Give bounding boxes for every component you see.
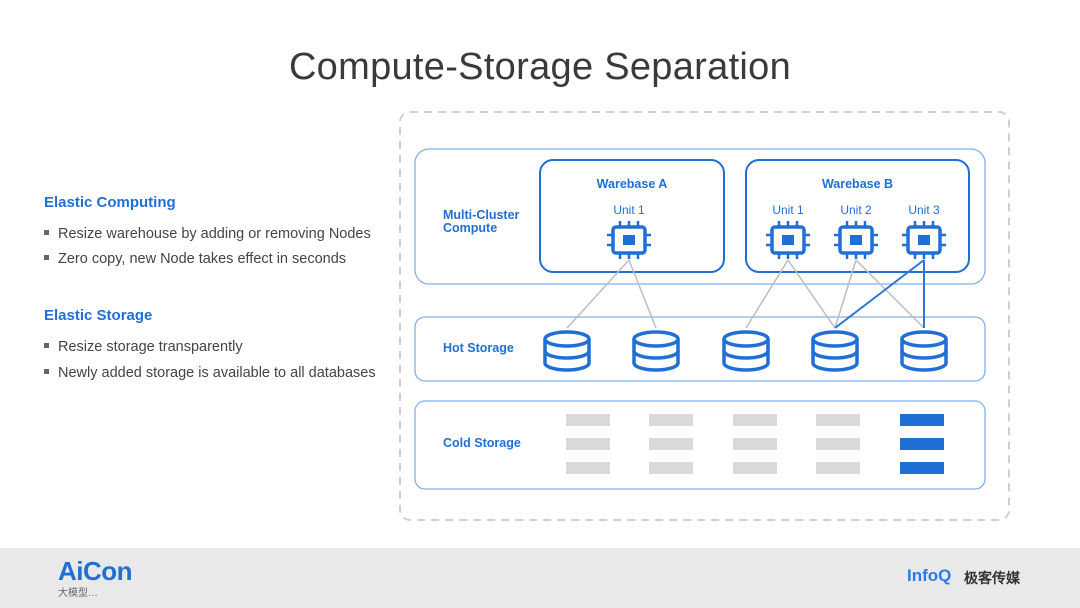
- aicon-logo: AiCon: [58, 556, 133, 586]
- unit-label: Unit 2: [840, 203, 872, 217]
- aicon-subtitle: 大模型…: [58, 588, 98, 599]
- database-icon: [543, 330, 591, 372]
- diagram-canvas: [399, 111, 1010, 521]
- geekbang-logo: 极客传媒: [964, 570, 1020, 586]
- cold-storage-row-box: [414, 400, 986, 490]
- warebase-b-title: Warebase B: [821, 177, 894, 191]
- database-icon: [632, 330, 680, 372]
- unit-label: Unit 1: [613, 203, 645, 217]
- database-icon: [900, 330, 948, 372]
- bullet-icon: [44, 368, 49, 374]
- row-label-hot-storage: Hot Storage: [443, 341, 514, 355]
- database-icon: [811, 330, 859, 372]
- bullet-icon: [44, 229, 49, 235]
- infoq-logo: InfoQ: [907, 566, 952, 585]
- database-icon: [722, 330, 770, 372]
- bullet-item: Newly added storage is available to all …: [44, 365, 376, 381]
- warebase-a-title: Warebase A: [596, 177, 668, 191]
- section-heading-elastic-storage: Elastic Storage: [44, 307, 153, 324]
- footer-bar: AiCon 大模型… InfoQ 极客传媒: [0, 548, 1080, 608]
- bullet-icon: [44, 342, 49, 348]
- unit-label: Unit 3: [908, 203, 940, 217]
- cold-storage-blocks: [566, 414, 944, 474]
- section-heading-elastic-computing: Elastic Computing: [44, 194, 176, 211]
- hot-storage-row-box: [414, 316, 986, 382]
- compute-row-box: [414, 148, 986, 285]
- bullet-item: Resize warehouse by adding or removing N…: [44, 226, 371, 242]
- cpu-chip-icon: [832, 219, 880, 261]
- warebase-b-box: [745, 159, 970, 273]
- cpu-chip-icon: [605, 219, 653, 261]
- row-label-cold-storage: Cold Storage: [443, 436, 521, 450]
- cpu-chip-icon: [764, 219, 812, 261]
- outer-dashed-frame: [399, 111, 1010, 521]
- unit-label: Unit 1: [772, 203, 804, 217]
- architecture-diagram: Multi-Cluster Compute Hot Storage Cold S…: [399, 111, 1010, 521]
- cpu-chip-icon: [900, 219, 948, 261]
- bullet-item: Resize storage transparently: [44, 339, 243, 355]
- links-grey: [566, 259, 925, 329]
- row-label-compute: Multi-Cluster Compute: [443, 208, 520, 235]
- bullet-icon: [44, 254, 49, 260]
- links-blue: [834, 259, 925, 329]
- page-title: Compute-Storage Separation: [288, 46, 792, 88]
- warebase-a-box: [539, 159, 725, 273]
- bullet-item: Zero copy, new Node takes effect in seco…: [44, 251, 346, 267]
